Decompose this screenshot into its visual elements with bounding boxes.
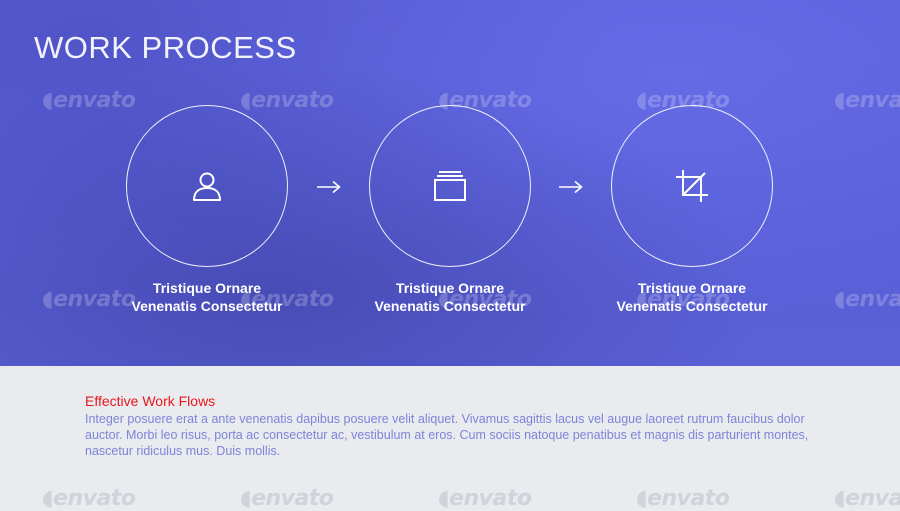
step-caption-line2: Venenatis Consectetur — [374, 298, 526, 314]
step-circle-2 — [369, 105, 531, 267]
step-circle-3 — [611, 105, 773, 267]
watermark: envato — [240, 486, 334, 511]
step-caption-3: Tristique Ornare Venenatis Consectetur — [582, 279, 802, 315]
step-caption-2: Tristique Ornare Venenatis Consectetur — [340, 279, 560, 315]
step-circle-1 — [126, 105, 288, 267]
page-title: WORK PROCESS — [34, 30, 297, 65]
step-caption-line1: Tristique Ornare — [152, 280, 262, 296]
watermark: envato — [834, 486, 900, 511]
watermark: envato — [42, 486, 136, 511]
arrow-right-icon — [317, 180, 341, 194]
watermark: envato — [834, 88, 900, 113]
user-icon — [193, 172, 221, 201]
step-caption-line1: Tristique Ornare — [637, 280, 747, 296]
section-body-text: Integer posuere erat a ante venenatis da… — [85, 412, 809, 458]
watermark: envato — [636, 486, 730, 511]
crop-icon — [676, 170, 708, 202]
arrow-right-icon — [559, 180, 583, 194]
step-caption-line1: Tristique Ornare — [395, 280, 505, 296]
step-caption-line2: Venenatis Consectetur — [131, 298, 283, 314]
watermark: envato — [834, 287, 900, 312]
section-heading: Effective Work Flows — [85, 393, 216, 409]
step-caption-line2: Venenatis Consectetur — [616, 298, 768, 314]
step-caption-1: Tristique Ornare Venenatis Consectetur — [97, 279, 317, 315]
watermark: envato — [438, 486, 532, 511]
layers-icon — [434, 171, 466, 201]
hero-banner: WORK PROCESS envato envato envato envato… — [0, 0, 900, 366]
watermark: envato — [240, 88, 334, 113]
watermark: envato — [42, 88, 136, 113]
